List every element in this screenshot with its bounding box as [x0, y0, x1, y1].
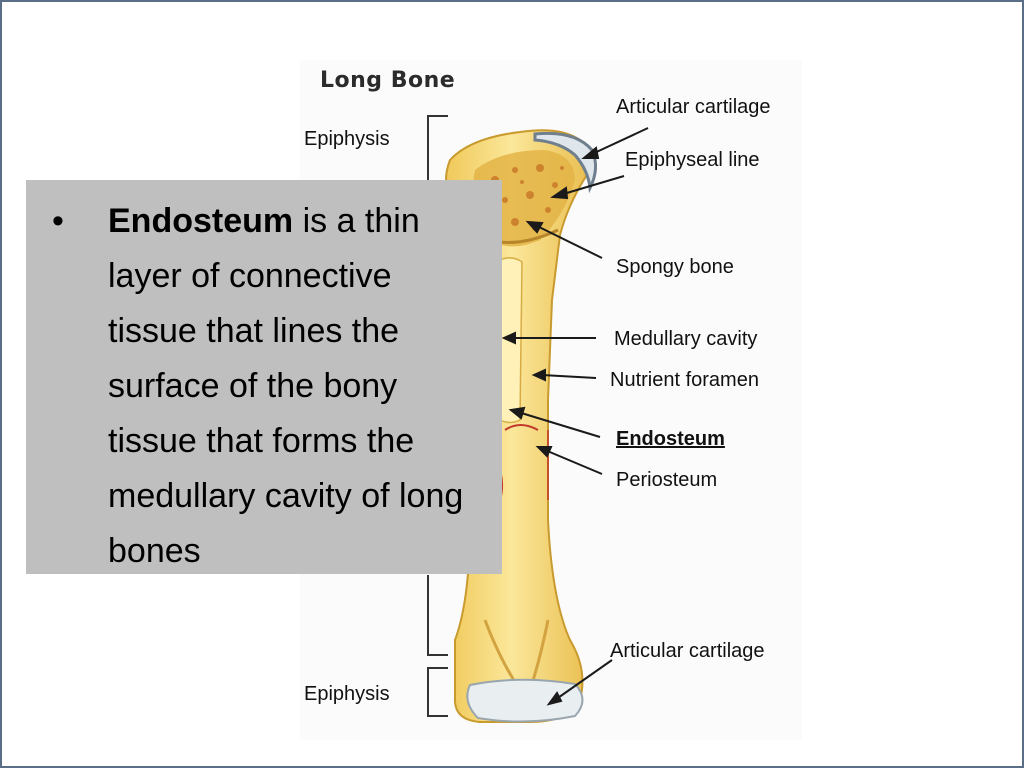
- label-spongy-bone: Spongy bone: [616, 256, 734, 278]
- label-nutrient-foramen: Nutrient foramen: [610, 369, 759, 391]
- diagram-title: Long Bone: [320, 68, 456, 93]
- pointer-lines: [501, 127, 649, 706]
- definition-callout: • Endosteum is a thin layer of connective…: [26, 180, 502, 574]
- label-endosteum: Endosteum: [616, 428, 725, 450]
- diaphysis-bracket: [427, 575, 448, 656]
- label-epiphysis-bottom: Epiphysis: [304, 683, 390, 705]
- label-epiphyseal-line: Epiphyseal line: [625, 149, 760, 171]
- epiphysis-top-bracket: [427, 115, 448, 180]
- definition-bullet-item: • Endosteum is a thin layer of connective…: [46, 194, 482, 579]
- definition-text: is a thin layer of connective tissue tha…: [108, 202, 464, 570]
- label-periosteum: Periosteum: [616, 469, 718, 491]
- endosteum-line: [504, 424, 539, 431]
- definition-list: • Endosteum is a thin layer of connective…: [46, 194, 482, 579]
- label-medullary-cavity: Medullary cavity: [614, 328, 758, 350]
- articular-cartilage-bottom-shape: [466, 678, 584, 723]
- definition-term: Endosteum: [108, 202, 294, 240]
- articular-cartilage-top-shape: [533, 131, 597, 194]
- bullet-glyph: •: [52, 202, 64, 240]
- label-articular-cartilage-top: Articular cartilage: [616, 96, 771, 118]
- epiphysis-bottom-bracket: [427, 667, 448, 717]
- label-epiphysis-top: Epiphysis: [304, 128, 390, 150]
- label-articular-cartilage-bottom: Articular cartilage: [610, 640, 765, 662]
